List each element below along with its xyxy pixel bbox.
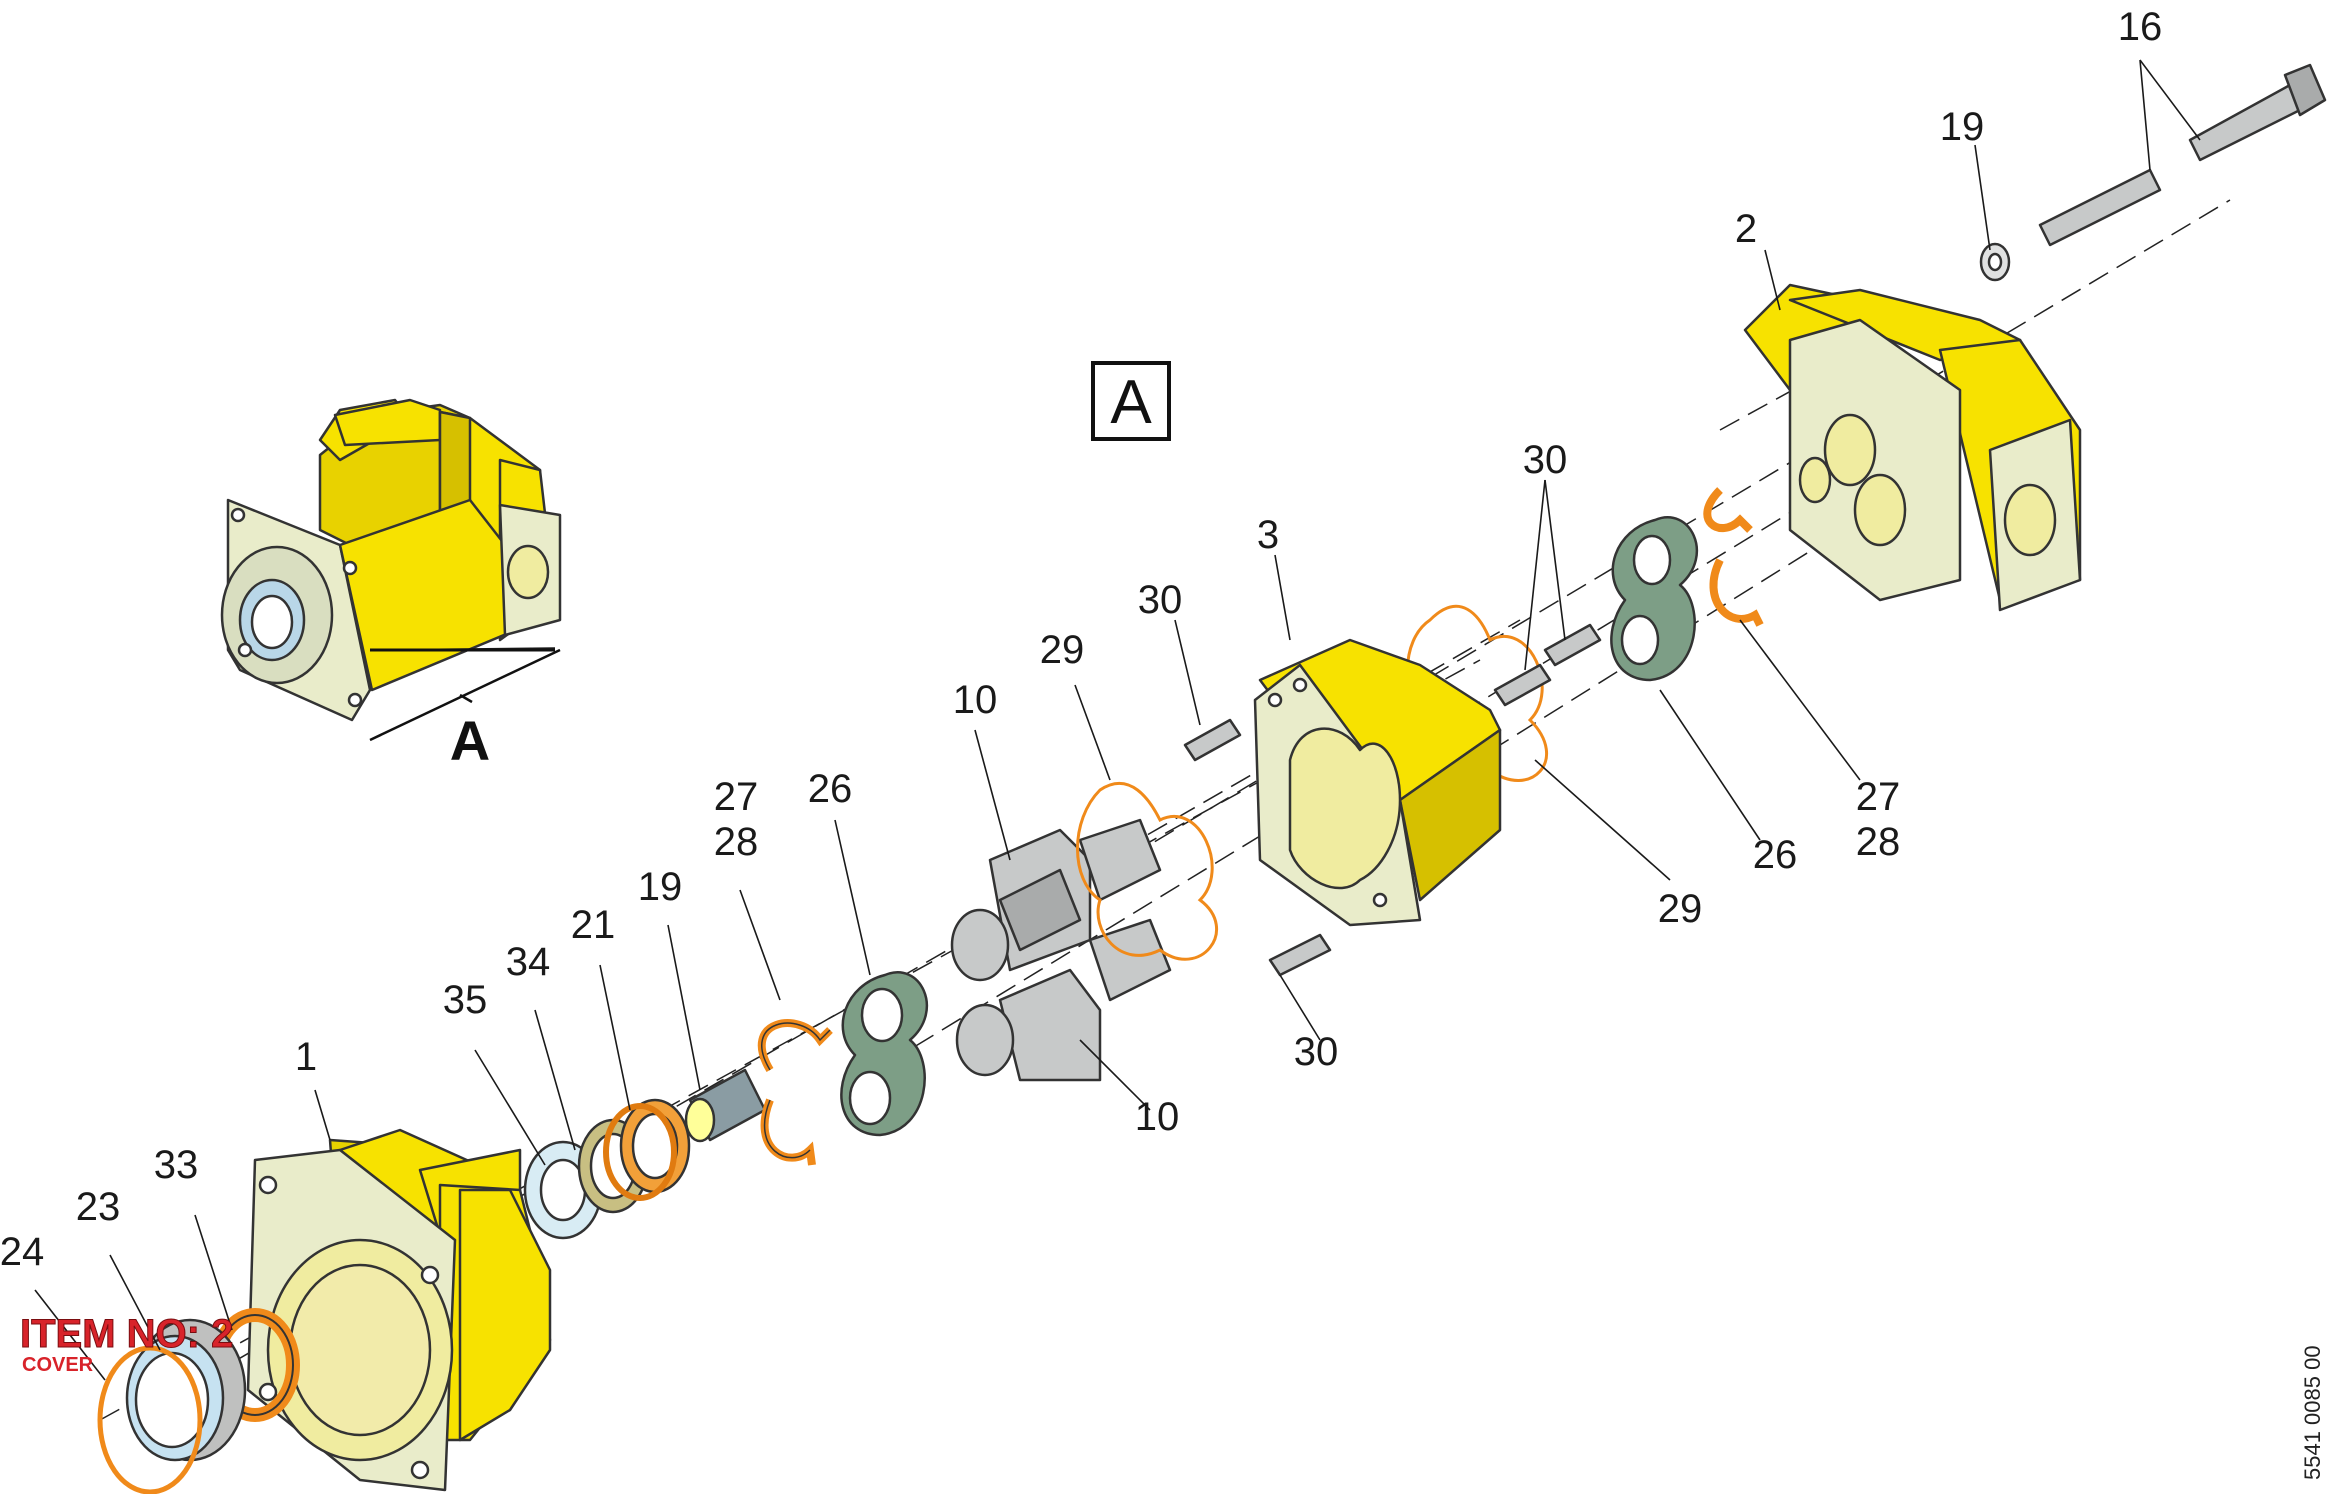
part-16-bolts <box>2038 63 2327 247</box>
callout-30-bottom: 30 <box>1294 1030 1339 1074</box>
assembled-pump-view: A <box>220 398 562 772</box>
document-number: 5541 0085 00 <box>2300 1345 2325 1480</box>
callout-21: 21 <box>571 903 616 947</box>
callout-19-mid: 19 <box>638 865 683 909</box>
callout-1: 1 <box>295 1035 317 1079</box>
callout-30-top: 30 <box>1523 438 1568 482</box>
view-label-box: A <box>1091 361 1171 441</box>
item-tag-subtitle: COVER <box>22 1354 94 1376</box>
callout-29-left: 29 <box>1040 628 1085 672</box>
part-30-pins <box>1183 623 1602 977</box>
part-1-front-housing <box>246 1128 552 1492</box>
part-19-sleeve <box>684 1068 767 1143</box>
part-26-wear-plate-right <box>1610 516 1699 682</box>
callout-29-right: 29 <box>1658 887 1703 931</box>
item-tag-title: ITEM NO: 2 <box>20 1312 233 1356</box>
callout-35: 35 <box>443 978 488 1022</box>
view-label-box-letter: A <box>1110 368 1152 437</box>
part-29-seal-left <box>1076 782 1219 961</box>
callout-28-right: 28 <box>1856 820 1901 864</box>
leader-lines <box>34 59 2201 1381</box>
part-10-gears <box>950 818 1172 1082</box>
item-tag: ITEM NO: 2 COVER <box>20 1312 234 1377</box>
callout-28-left: 28 <box>714 820 759 864</box>
callout-26-right: 26 <box>1753 833 1798 877</box>
callout-34: 34 <box>506 940 551 984</box>
part-26-wear-plate-left <box>840 971 929 1137</box>
part-2-end-cover <box>1743 283 2082 612</box>
callout-2: 2 <box>1735 207 1757 251</box>
callout-33: 33 <box>154 1143 199 1187</box>
callout-10-top: 10 <box>953 678 998 722</box>
part-21-seal <box>603 1098 691 1201</box>
callout-27-right: 27 <box>1856 775 1901 819</box>
callout-23: 23 <box>76 1185 121 1229</box>
part-19-washer <box>1979 242 2011 282</box>
callout-10-bottom: 10 <box>1135 1095 1180 1139</box>
callout-27-left: 27 <box>714 775 759 819</box>
part-24-o-ring <box>97 1345 203 1494</box>
callout-19-top: 19 <box>1940 105 1985 149</box>
callout-30-mid: 30 <box>1138 578 1183 622</box>
callout-labels: 16 19 2 30 3 30 29 10 27 28 26 19 21 34 … <box>0 5 2162 1274</box>
part-27-28-clip-left <box>758 1019 833 1166</box>
callout-26-left: 26 <box>808 767 853 811</box>
part-3-gear-body <box>1253 638 1502 927</box>
view-label: A <box>450 709 490 772</box>
part-27-28-clip-right <box>1703 487 1764 627</box>
callout-3: 3 <box>1257 513 1279 557</box>
callout-16: 16 <box>2118 5 2163 49</box>
callout-24: 24 <box>0 1230 44 1274</box>
